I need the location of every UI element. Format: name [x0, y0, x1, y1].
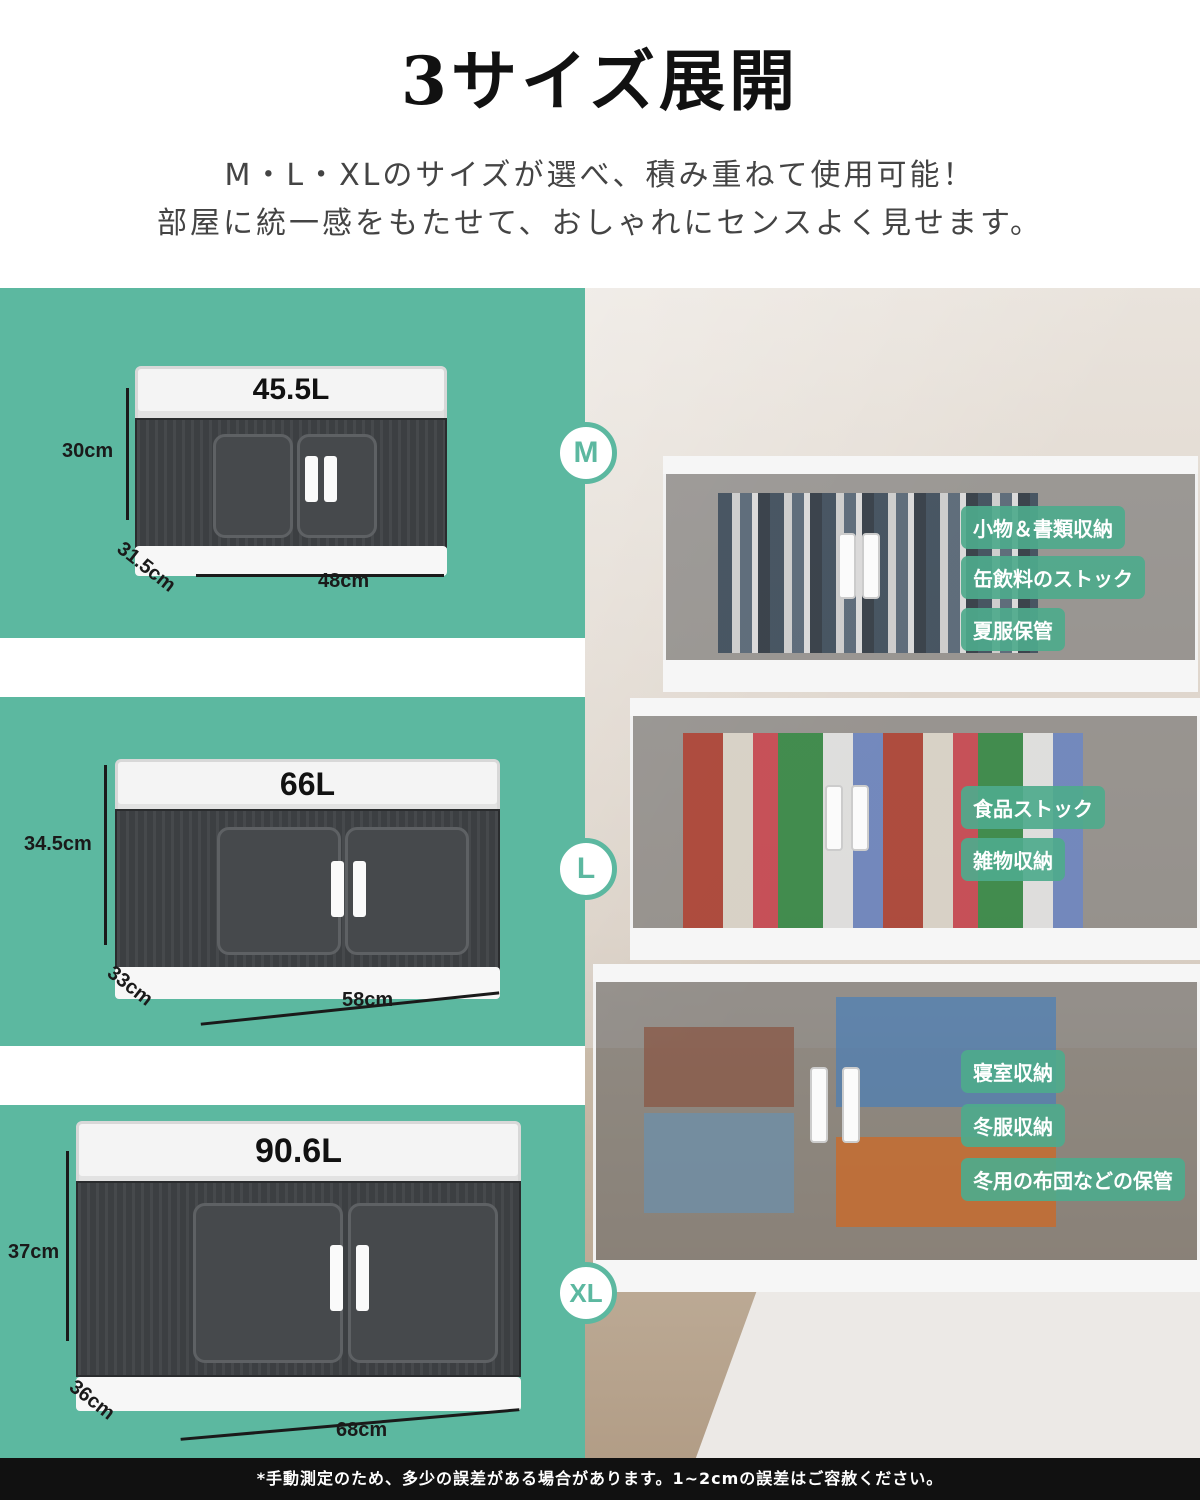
- box-illustration-xl: 90.6L: [76, 1121, 521, 1411]
- measurement-note: *手動測定のため、多少の誤差がある場合があります。1~2cmの誤差はご容赦くださ…: [0, 1458, 1200, 1500]
- box-door-right: [348, 1203, 498, 1363]
- use-tag: 寝室収納: [961, 1050, 1065, 1093]
- box-base: [135, 546, 447, 576]
- volume-label: 66L: [279, 766, 336, 802]
- photo-unit-xl: [593, 964, 1200, 1292]
- door-handle: [330, 1245, 343, 1311]
- door-handle: [324, 456, 337, 502]
- height-dimension: 34.5cm: [24, 833, 92, 855]
- size-panel-xl: 90.6L 37cm 68cm 36cm: [0, 1105, 585, 1458]
- use-tag: 冬用の布団などの保管: [961, 1158, 1185, 1201]
- height-dimension-line: [66, 1151, 69, 1341]
- towel-brown: [644, 1027, 794, 1107]
- unit-handle: [851, 785, 869, 851]
- box-illustration-l: 66L: [115, 759, 500, 999]
- height-dimension-line: [126, 388, 129, 520]
- unit-base: [663, 660, 1198, 692]
- box-body: [115, 809, 500, 971]
- use-tag: 冬服収納: [961, 1104, 1065, 1147]
- subtitle-line-2: 部屋に統一感をもたせて、おしゃれにセンスよく見せます。: [157, 206, 1043, 241]
- unit-lid: [663, 456, 1198, 474]
- box-door-left: [217, 827, 341, 955]
- box-lid: 45.5L: [135, 366, 447, 424]
- door-handle: [356, 1245, 369, 1311]
- unit-handle: [825, 785, 843, 851]
- height-dimension-line: [104, 765, 107, 945]
- subtitle-line-1: M・L・XLのサイズが選べ、積み重ねて使用可能！: [224, 158, 976, 193]
- box-lid: 90.6L: [76, 1121, 521, 1189]
- height-dimension: 30cm: [62, 440, 114, 462]
- box-base: [76, 1377, 521, 1411]
- width-dimension: 48cm: [318, 570, 370, 592]
- unit-lid: [630, 698, 1200, 716]
- rug: [688, 1278, 1200, 1458]
- box-base: [115, 967, 500, 999]
- box-door-left: [213, 434, 293, 538]
- box-door-left: [193, 1203, 343, 1363]
- use-tag: 食品ストック: [961, 786, 1105, 829]
- box-body: [135, 418, 447, 548]
- volume-label: 45.5L: [252, 373, 330, 406]
- unit-lid: [593, 964, 1200, 982]
- use-tag: 小物＆書類収納: [961, 506, 1125, 549]
- unit-base: [593, 1260, 1200, 1292]
- unit-handle: [810, 1067, 828, 1143]
- unit-contents-food: [683, 733, 1083, 929]
- use-tag: 缶飲料のストック: [961, 556, 1145, 599]
- width-dimension-line: [196, 574, 444, 577]
- towel-blue: [644, 1113, 794, 1213]
- width-dimension: 68cm: [336, 1419, 388, 1441]
- size-panel-l: 66L 34.5cm 58cm 33cm: [0, 697, 585, 1046]
- door-handle: [331, 861, 344, 917]
- unit-handle: [838, 533, 856, 599]
- size-badge-xl: XL: [555, 1262, 617, 1324]
- stacked-boxes-photo: 小物＆書類収納 缶飲料のストック 夏服保管 食品ストック 雑物収納 寝室収納 冬…: [585, 288, 1200, 1458]
- unit-handle: [842, 1067, 860, 1143]
- photo-unit-l: [630, 698, 1200, 960]
- unit-base: [630, 928, 1200, 960]
- box-body: [76, 1181, 521, 1377]
- size-badge-m: M: [555, 422, 617, 484]
- box-illustration-m: 45.5L: [135, 366, 447, 576]
- volume-label: 90.6L: [255, 1132, 342, 1170]
- height-dimension: 37cm: [8, 1241, 60, 1263]
- door-handle: [353, 861, 366, 917]
- door-handle: [305, 456, 318, 502]
- use-tag: 夏服保管: [961, 608, 1065, 651]
- size-panel-m: 45.5L 30cm 48cm 31.5cm: [0, 288, 585, 638]
- use-tag: 雑物収納: [961, 838, 1065, 881]
- width-dimension: 58cm: [342, 989, 394, 1011]
- unit-handle: [862, 533, 880, 599]
- page-title: 3サイズ展開: [401, 42, 799, 120]
- size-badge-l: L: [555, 838, 617, 900]
